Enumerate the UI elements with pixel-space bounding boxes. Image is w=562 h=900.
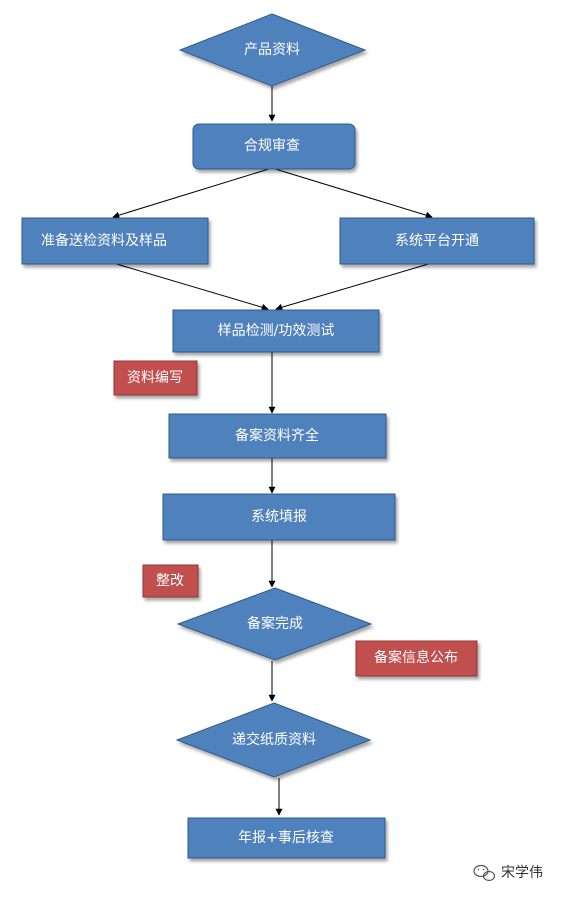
arrow-prepare-to-testing xyxy=(112,262,269,311)
process-compliance-review: 合规审查 xyxy=(192,123,356,170)
note-rectify: 整改 xyxy=(142,564,199,598)
note-publish-label: 备案信息公布 xyxy=(374,649,458,666)
decision-submit-paper: 递交纸质资料 xyxy=(175,702,372,778)
wechat-icon xyxy=(473,864,496,882)
decision-product-info: 产品资料 xyxy=(178,13,367,87)
process-annual-report: 年报+事后核查 xyxy=(187,817,386,859)
process-filing-complete-docs-label: 备案资料齐全 xyxy=(235,427,319,444)
note-rectify-label: 整改 xyxy=(156,573,184,589)
process-sample-testing-label: 样品检测/功效测试 xyxy=(218,323,335,339)
process-prepare-samples-label: 准备送检资料及样品 xyxy=(41,232,167,249)
process-filing-complete-docs: 备案资料齐全 xyxy=(168,413,387,459)
connectors xyxy=(112,85,433,816)
process-system-fill: 系统填报 xyxy=(162,493,396,541)
decision-filing-done: 备案完成 xyxy=(176,587,373,661)
arrow-review-to-system-open xyxy=(271,167,433,219)
note-publish: 备案信息公布 xyxy=(355,640,478,677)
note-doc-writing-label: 资料编写 xyxy=(127,370,183,386)
process-open-system-label: 系统平台开通 xyxy=(395,233,479,249)
arrow-system-open-to-testing xyxy=(275,262,433,311)
watermark-author: 宋学伟 xyxy=(501,865,543,881)
note-doc-writing: 资料编写 xyxy=(113,360,198,396)
process-annual-report-label: 年报+事后核查 xyxy=(238,830,334,846)
decision-product-info-label: 产品资料 xyxy=(244,42,300,58)
process-compliance-review-label: 合规审查 xyxy=(244,138,300,154)
process-sample-testing: 样品检测/功效测试 xyxy=(172,309,380,353)
decision-submit-paper-label: 递交纸质资料 xyxy=(232,731,316,748)
arrow-review-to-prepare xyxy=(112,167,273,219)
process-system-fill-label: 系统填报 xyxy=(251,509,307,525)
decision-filing-done-label: 备案完成 xyxy=(247,615,303,632)
process-open-system: 系统平台开通 xyxy=(339,217,535,265)
watermark: 宋学伟 xyxy=(473,864,543,882)
process-prepare-samples: 准备送检资料及样品 xyxy=(21,217,209,265)
